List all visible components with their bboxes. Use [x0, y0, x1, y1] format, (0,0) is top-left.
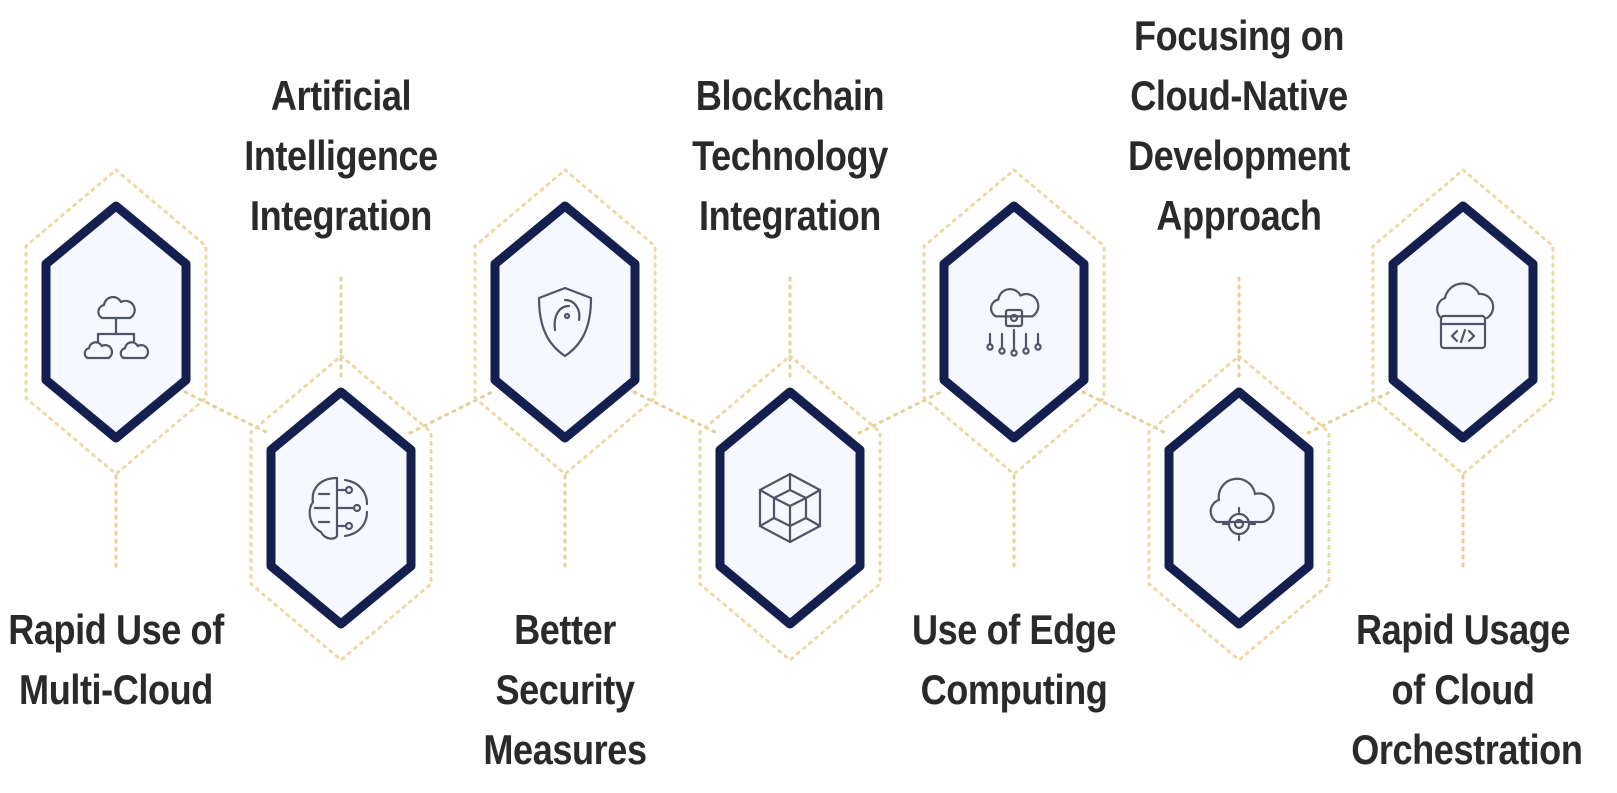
- hexagon-frame: [490, 201, 640, 443]
- hexagon-node: [473, 168, 657, 476]
- ai-brain-icon: [308, 476, 369, 540]
- cloud-orchestration-icon: [1436, 282, 1495, 350]
- hexagon-halo: [922, 168, 1106, 476]
- label-blockchain-integration: Blockchain Technology Integration: [678, 66, 902, 246]
- blockchain-cube-icon: [758, 472, 822, 544]
- connector-4-5: [857, 390, 943, 435]
- label-edge-computing: Use of Edge Computing: [902, 600, 1126, 720]
- label-security-measures: Better Security Measures: [453, 600, 677, 780]
- label-line: Approach: [1156, 192, 1322, 239]
- security-shield-icon: [537, 286, 593, 358]
- label-line: Focusing on: [1134, 12, 1344, 59]
- hexagon-node: [24, 168, 208, 476]
- hexagon-halo: [698, 354, 882, 662]
- edge-computing-icon: [986, 288, 1042, 357]
- multi-cloud-icon: [83, 295, 150, 360]
- connectors: [114, 276, 1465, 570]
- label-line: Orchestration: [1351, 726, 1583, 773]
- label-line: of Cloud: [1391, 666, 1535, 713]
- label-cloud-orchestration: Rapid Usage of Cloud Orchestration: [1351, 600, 1583, 780]
- label-line: Artificial: [270, 72, 412, 119]
- hexagon-halo: [1371, 168, 1555, 476]
- label-line: Integration: [699, 192, 881, 239]
- hexagon-node: [1371, 168, 1555, 476]
- connector-3-4: [632, 390, 719, 435]
- label-multi-cloud: Rapid Use of Multi-Cloud: [4, 600, 228, 720]
- label-cloud-native: Focusing on Cloud-Native Development App…: [1127, 6, 1351, 246]
- hexagon-node: [249, 354, 433, 662]
- label-line: Rapid Use of: [8, 606, 224, 653]
- hexagon-halo: [473, 168, 657, 476]
- label-line: Development: [1127, 132, 1351, 179]
- label-ai-integration: Artificial Intelligence Integration: [229, 66, 453, 246]
- connector-1-2: [183, 390, 270, 435]
- hexagon-halo: [1147, 354, 1331, 662]
- hexagon-node: [922, 168, 1106, 476]
- label-line: Computing: [920, 666, 1108, 713]
- label-line: Better: [514, 606, 616, 653]
- label-line: Technology: [692, 132, 888, 179]
- cloud-native-icon: [1209, 477, 1275, 542]
- hexagon-halo: [249, 354, 433, 662]
- label-line: Blockchain: [695, 72, 885, 119]
- label-line: Rapid Usage: [1355, 606, 1571, 653]
- connector-6-7: [1306, 390, 1392, 435]
- hexagon-layer: [24, 168, 1555, 662]
- label-line: Integration: [250, 192, 432, 239]
- connector-5-6: [1081, 390, 1168, 435]
- hexagon-halo: [24, 168, 208, 476]
- hexagon-node: [698, 354, 882, 662]
- label-line: Security: [495, 666, 635, 713]
- label-line: Multi-Cloud: [19, 666, 213, 713]
- label-line: Intelligence: [244, 132, 438, 179]
- hexagon-frame: [1388, 201, 1538, 443]
- label-line: Measures: [483, 726, 647, 773]
- label-line: Cloud-Native: [1130, 72, 1348, 119]
- label-line: Use of Edge: [911, 606, 1117, 653]
- hexagon-node: [1147, 354, 1331, 662]
- connector-2-3: [408, 390, 494, 435]
